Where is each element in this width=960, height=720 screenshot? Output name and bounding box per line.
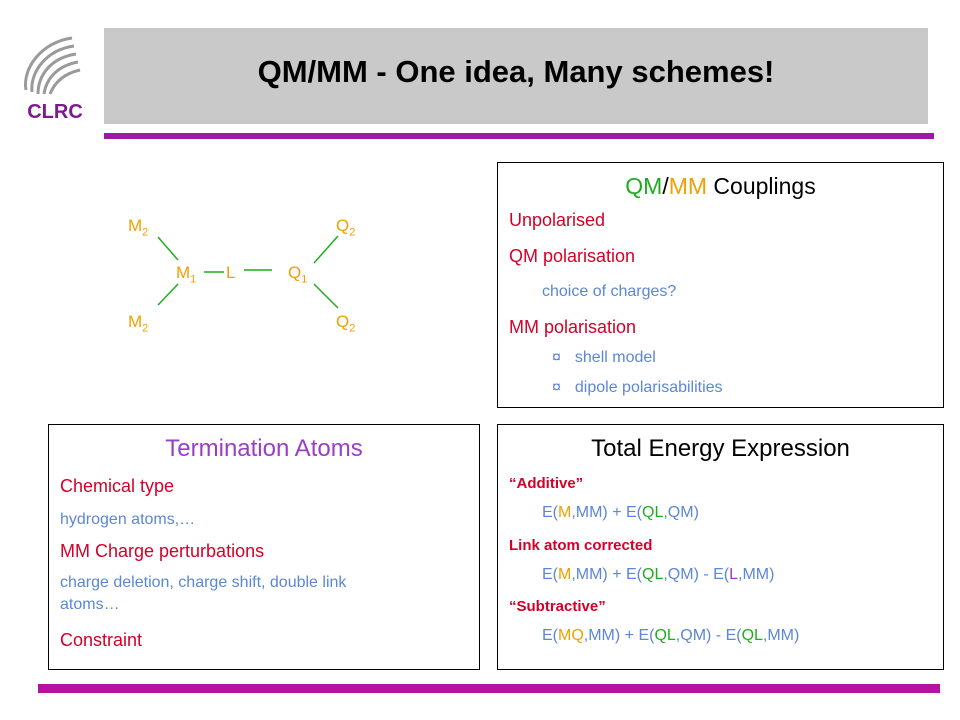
atom-m1: M1 [176,263,197,286]
divider-top [104,133,934,139]
energy-additive-label: “Additive” [509,475,584,492]
atom-q2-bottom: Q2 [336,312,356,335]
energy-eq-link: E(M,MM) + E(QL,QM) - E(L,MM) [542,566,775,583]
clrc-swirl-icon: CLRC [24,36,83,123]
energy-panel: Total Energy Expression “Additive” E(M,M… [497,424,944,670]
bond-q1-q2-bottom [313,283,339,309]
energy-link-label: Link atom corrected [509,537,653,554]
coupling-choice-of-charges: choice of charges? [542,283,677,300]
atom-m2-top: M2 [128,216,149,239]
energy-eq-subtractive: E(MQ,MM) + E(QL,QM) - E(QL,MM) [542,627,800,644]
coupling-unpolarised: Unpolarised [509,210,606,230]
bullet-icon: ¤ [552,379,561,396]
atom-q2-top: Q2 [336,216,356,239]
divider-bottom [38,684,940,693]
termination-hydrogen-atoms: hydrogen atoms,… [60,511,196,528]
termination-charge-deletion: charge deletion, charge shift, double li… [60,574,347,591]
bond-m2-m1-bottom [157,283,179,306]
termination-chemical-type: Chemical type [60,476,175,496]
energy-title: Total Energy Expression [591,435,850,462]
atom-q1: Q1 [288,263,308,286]
termination-atoms: atoms… [60,596,120,613]
header-bar [104,28,928,124]
couplings-title: QM/MM Couplings [625,173,816,199]
clrc-logo: CLRC [14,28,96,124]
bond-lines [157,235,339,309]
atom-l: L [226,263,236,282]
bond-q1-q2-top [313,235,339,264]
coupling-dipole-polarisabilities: ¤dipole polarisabilities [552,379,723,396]
bullet-icon: ¤ [552,349,561,366]
molecule-diagram: M2 M1 L Q1 Q2 M2 Q2 [100,200,400,360]
energy-subtractive-label: “Subtractive” [509,598,606,615]
termination-title: Termination Atoms [165,435,363,462]
page-title: QM/MM - One idea, Many schemes! [257,54,775,89]
termination-constraint: Constraint [60,630,143,650]
coupling-shell-model: ¤shell model [552,349,656,366]
energy-eq-additive: E(M,MM) + E(QL,QM) [542,504,699,521]
coupling-qm-polarisation: QM polarisation [509,246,636,266]
logo-text: CLRC [27,101,83,123]
termination-mm-charge: MM Charge perturbations [60,541,265,561]
bond-m2-m1-top [157,236,179,261]
atom-m2-bottom: M2 [128,312,149,335]
coupling-mm-polarisation: MM polarisation [509,317,637,337]
couplings-panel: QM/MM Couplings Unpolarised QM polarisat… [497,162,944,408]
termination-panel: Termination Atoms Chemical type hydrogen… [48,424,480,670]
